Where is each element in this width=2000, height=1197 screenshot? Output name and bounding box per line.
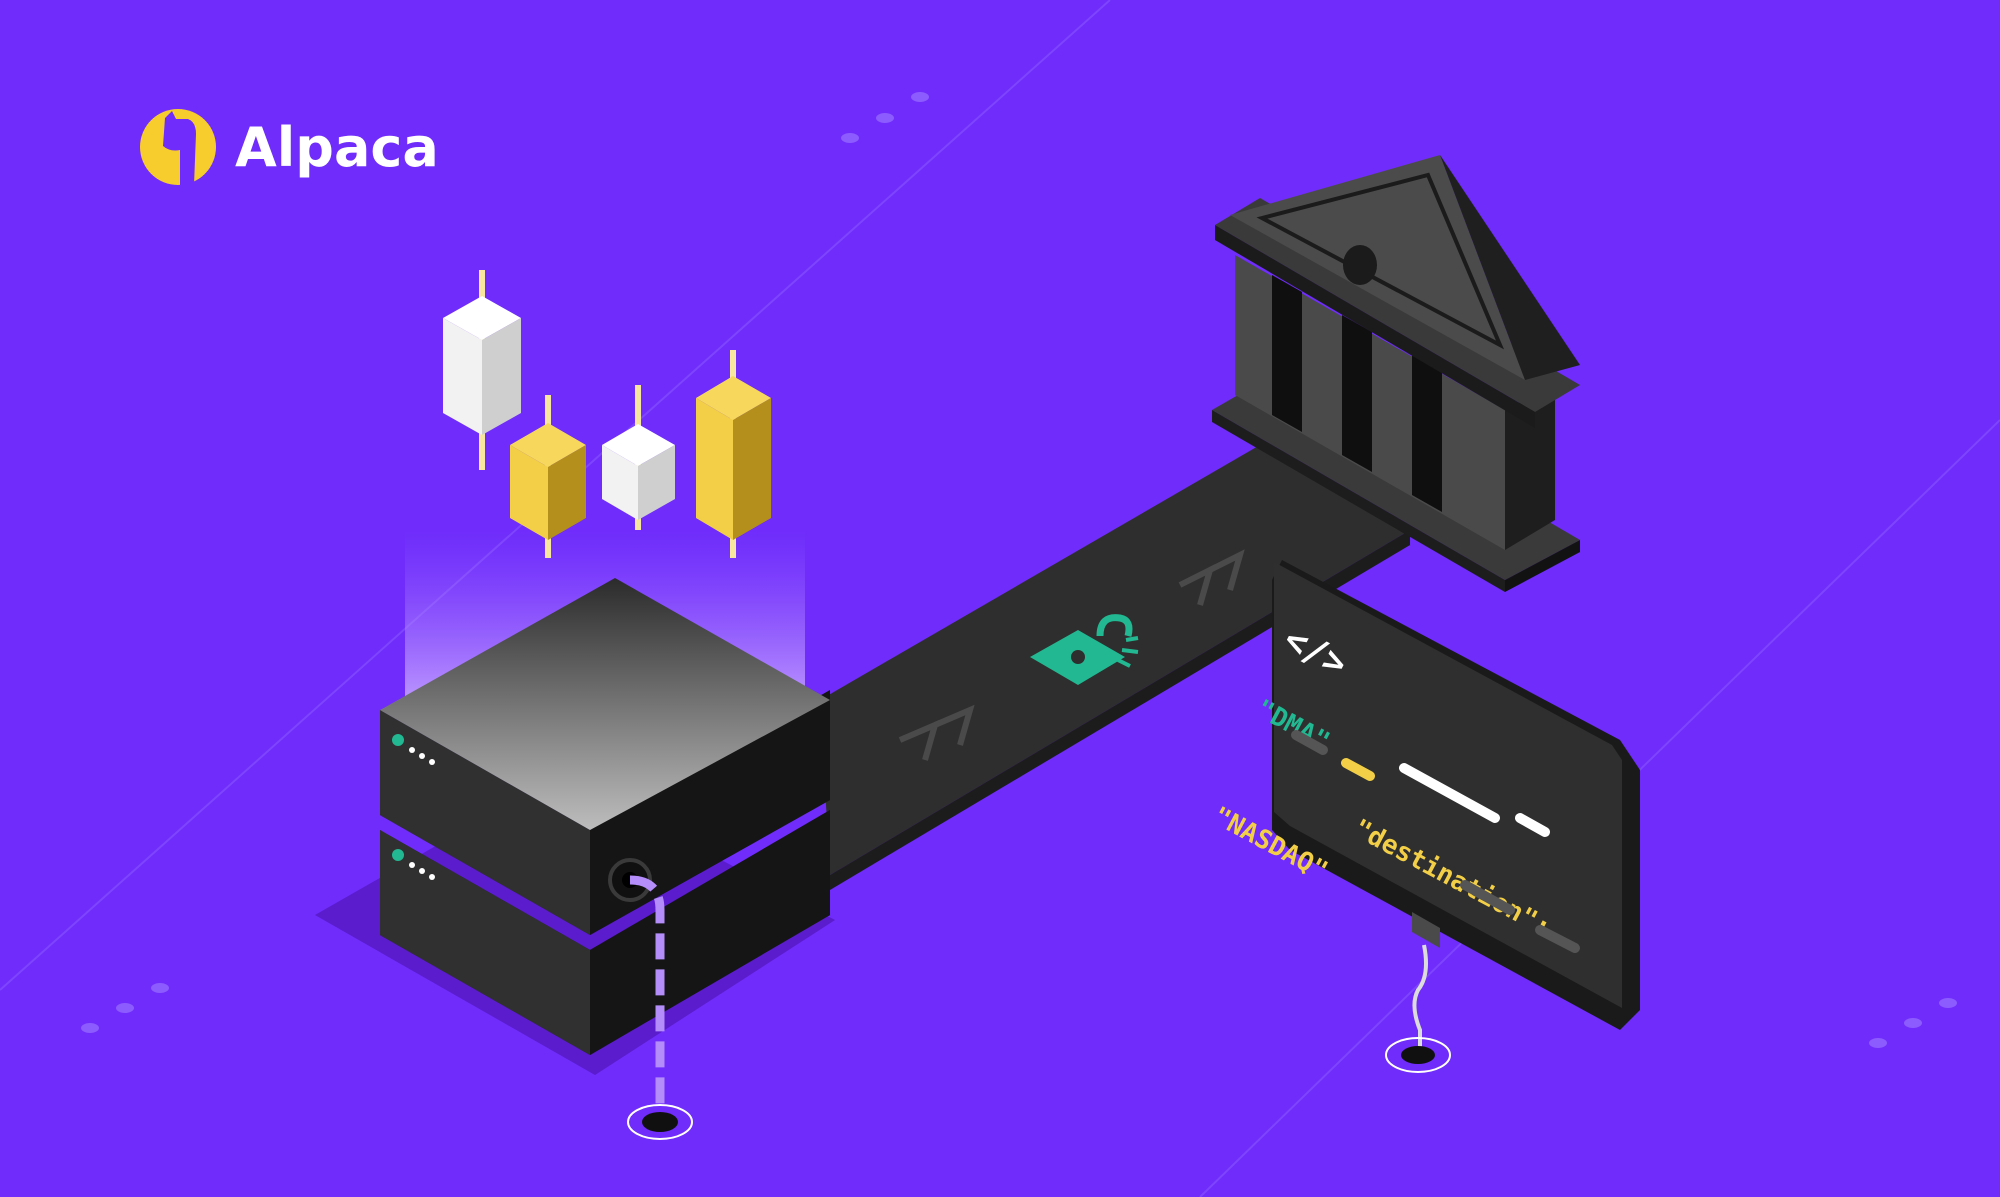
candle-yellow-2 xyxy=(696,350,771,558)
server-stack-icon xyxy=(380,578,830,1055)
bank-building-icon xyxy=(1212,155,1580,592)
alpaca-silhouette xyxy=(163,111,196,185)
candle-yellow-1 xyxy=(510,395,586,558)
server-cable xyxy=(627,875,693,1140)
alpaca-logo: Alpaca xyxy=(140,109,439,185)
arrow-chevrons xyxy=(898,549,1245,761)
candle-white-1 xyxy=(443,270,521,470)
candlestick-chart-icon xyxy=(443,270,771,558)
candle-white-2 xyxy=(602,385,675,530)
background-dots xyxy=(81,92,1957,1048)
code-card: </> "DMA" "destination": "NASDAQ" xyxy=(1208,560,1640,1073)
unlocked-padlock-icon xyxy=(1030,614,1139,685)
server-top-face xyxy=(380,578,830,830)
code-placeholder-bars xyxy=(1291,730,1580,953)
brand-name: Alpaca xyxy=(235,116,439,179)
